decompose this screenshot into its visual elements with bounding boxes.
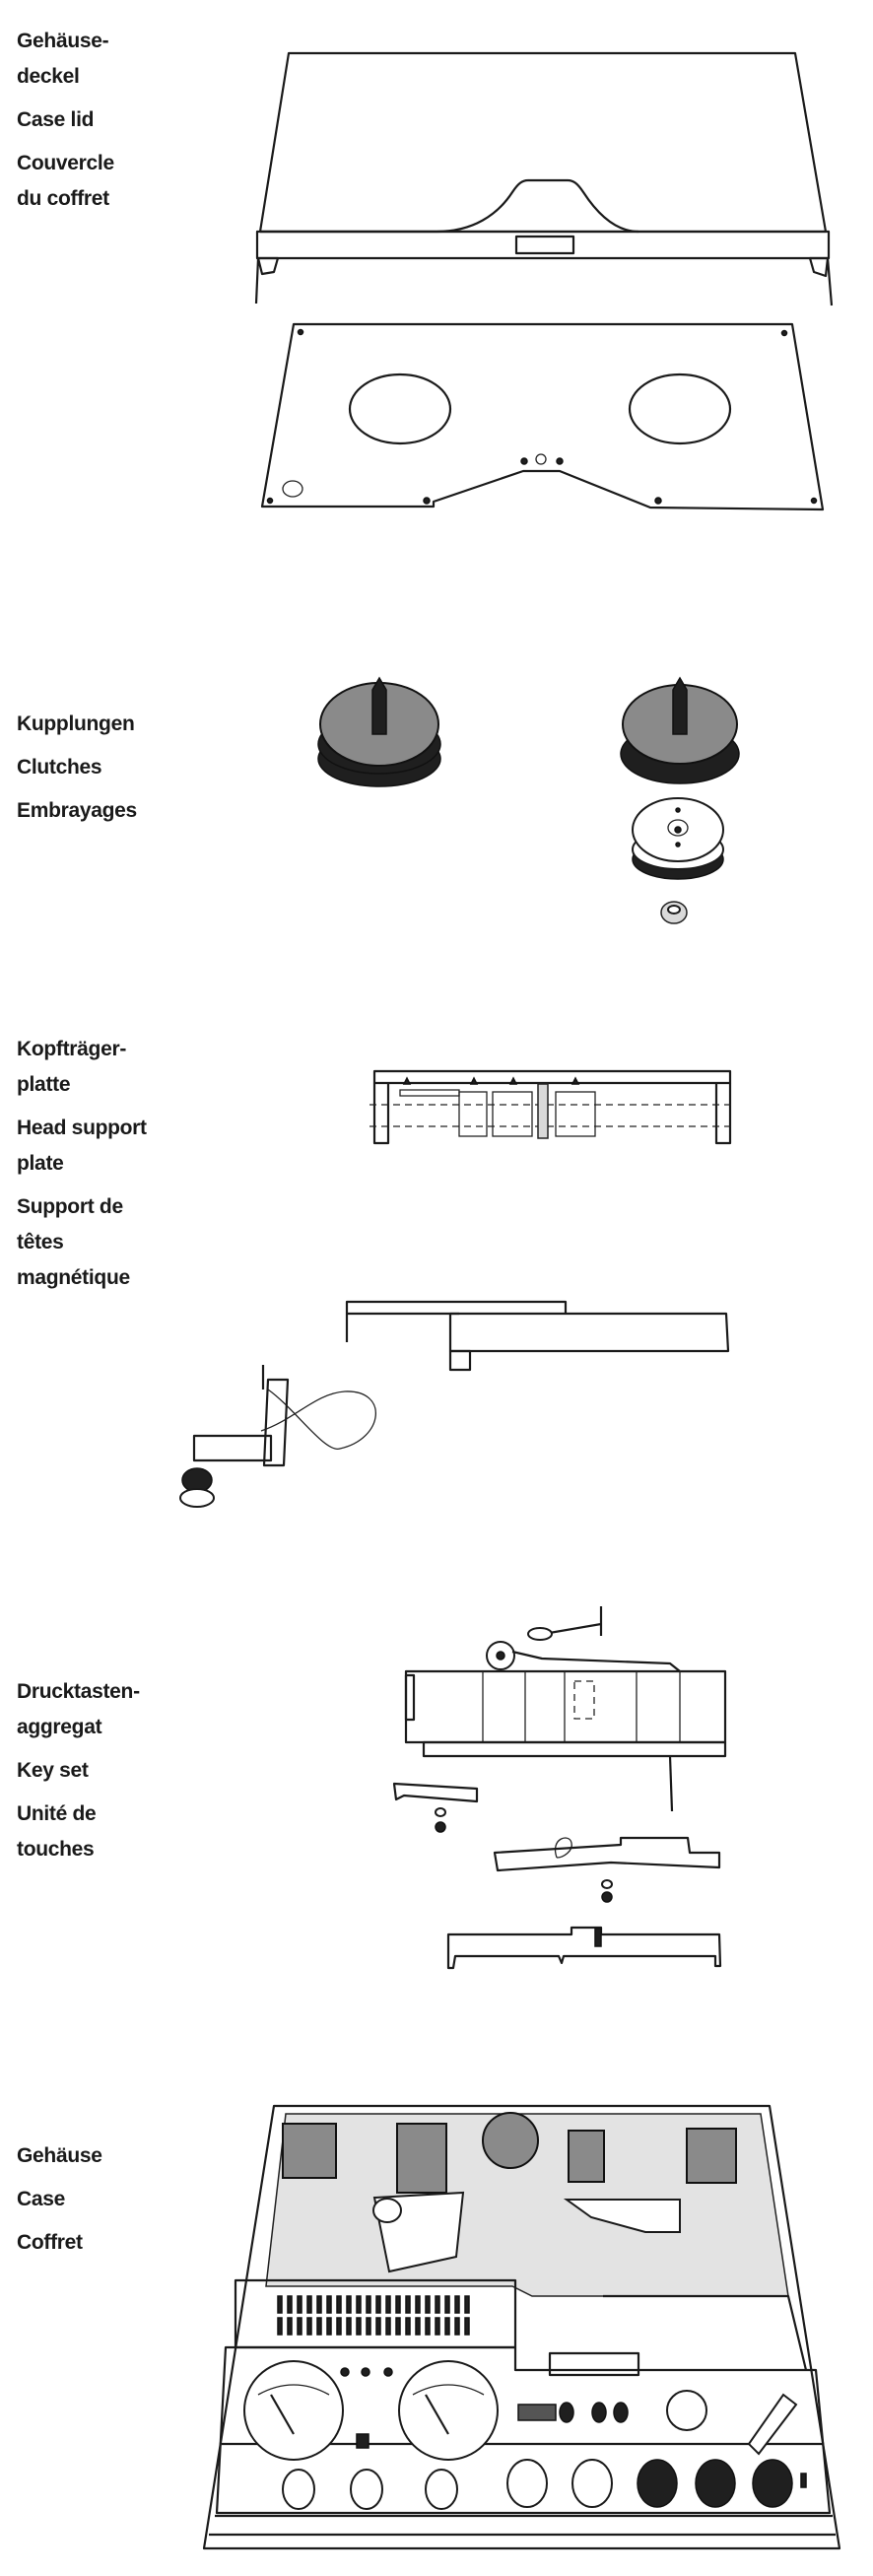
label-fr-2: têtes xyxy=(17,1231,64,1254)
label-fr: Coffret xyxy=(17,2231,83,2254)
tape-guide-assembly xyxy=(179,1365,376,1508)
case-lid-drawing xyxy=(254,51,834,306)
label-fr: Embrayages xyxy=(17,799,137,822)
deck-plate-drawing xyxy=(260,322,825,511)
vu-meter-left xyxy=(243,2360,344,2461)
label-case: Gehäuse Case Coffret xyxy=(17,2138,102,2261)
speaker-grille xyxy=(277,2295,470,2336)
label-clutches: Kupplungen Clutches Embrayages xyxy=(17,707,137,829)
label-en-2: plate xyxy=(17,1152,64,1175)
head-support-plate-drawing xyxy=(369,1069,734,1145)
label-de-1: Kopfträger- xyxy=(17,1038,127,1060)
label-case-lid: Gehäuse- deckel Case lid Couvercle du co… xyxy=(17,24,114,217)
label-fr-1: Unité de xyxy=(17,1802,97,1825)
label-fr-2: touches xyxy=(17,1838,95,1861)
label-head-support-plate: Kopfträger- platte Head support plate Su… xyxy=(17,1032,147,1296)
label-de-1: Gehäuse- xyxy=(17,30,109,52)
label-en: Case lid xyxy=(17,108,95,131)
key-set-drawing xyxy=(404,1606,727,1812)
case-drawing xyxy=(202,2104,841,2550)
label-de-2: deckel xyxy=(17,65,80,88)
label-fr-3: magnétique xyxy=(17,1266,130,1289)
label-fr-1: Couvercle xyxy=(17,152,114,174)
clutch-left xyxy=(317,676,441,787)
label-en: Key set xyxy=(17,1759,89,1782)
label-fr-1: Support de xyxy=(17,1195,123,1218)
label-fr-2: du coffret xyxy=(17,187,109,210)
label-key-set: Drucktasten- aggregat Key set Unité de t… xyxy=(17,1674,140,1867)
pulley xyxy=(632,797,724,880)
label-en: Case xyxy=(17,2188,66,2210)
knobs xyxy=(282,2459,807,2510)
vu-meter-right xyxy=(398,2360,499,2461)
rail xyxy=(446,1926,722,1970)
label-de-2: aggregat xyxy=(17,1716,102,1738)
label-en: Clutches xyxy=(17,756,102,779)
lever-right xyxy=(493,1836,721,1903)
label-de-2: platte xyxy=(17,1073,71,1096)
clutch-right xyxy=(620,676,740,784)
label-en-1: Head support xyxy=(17,1117,147,1139)
bracket-plates xyxy=(345,1300,730,1372)
label-de: Kupplungen xyxy=(17,712,135,735)
lever-left xyxy=(392,1782,479,1833)
nut xyxy=(660,901,688,924)
label-de-1: Drucktasten- xyxy=(17,1680,140,1703)
label-de: Gehäuse xyxy=(17,2144,102,2167)
